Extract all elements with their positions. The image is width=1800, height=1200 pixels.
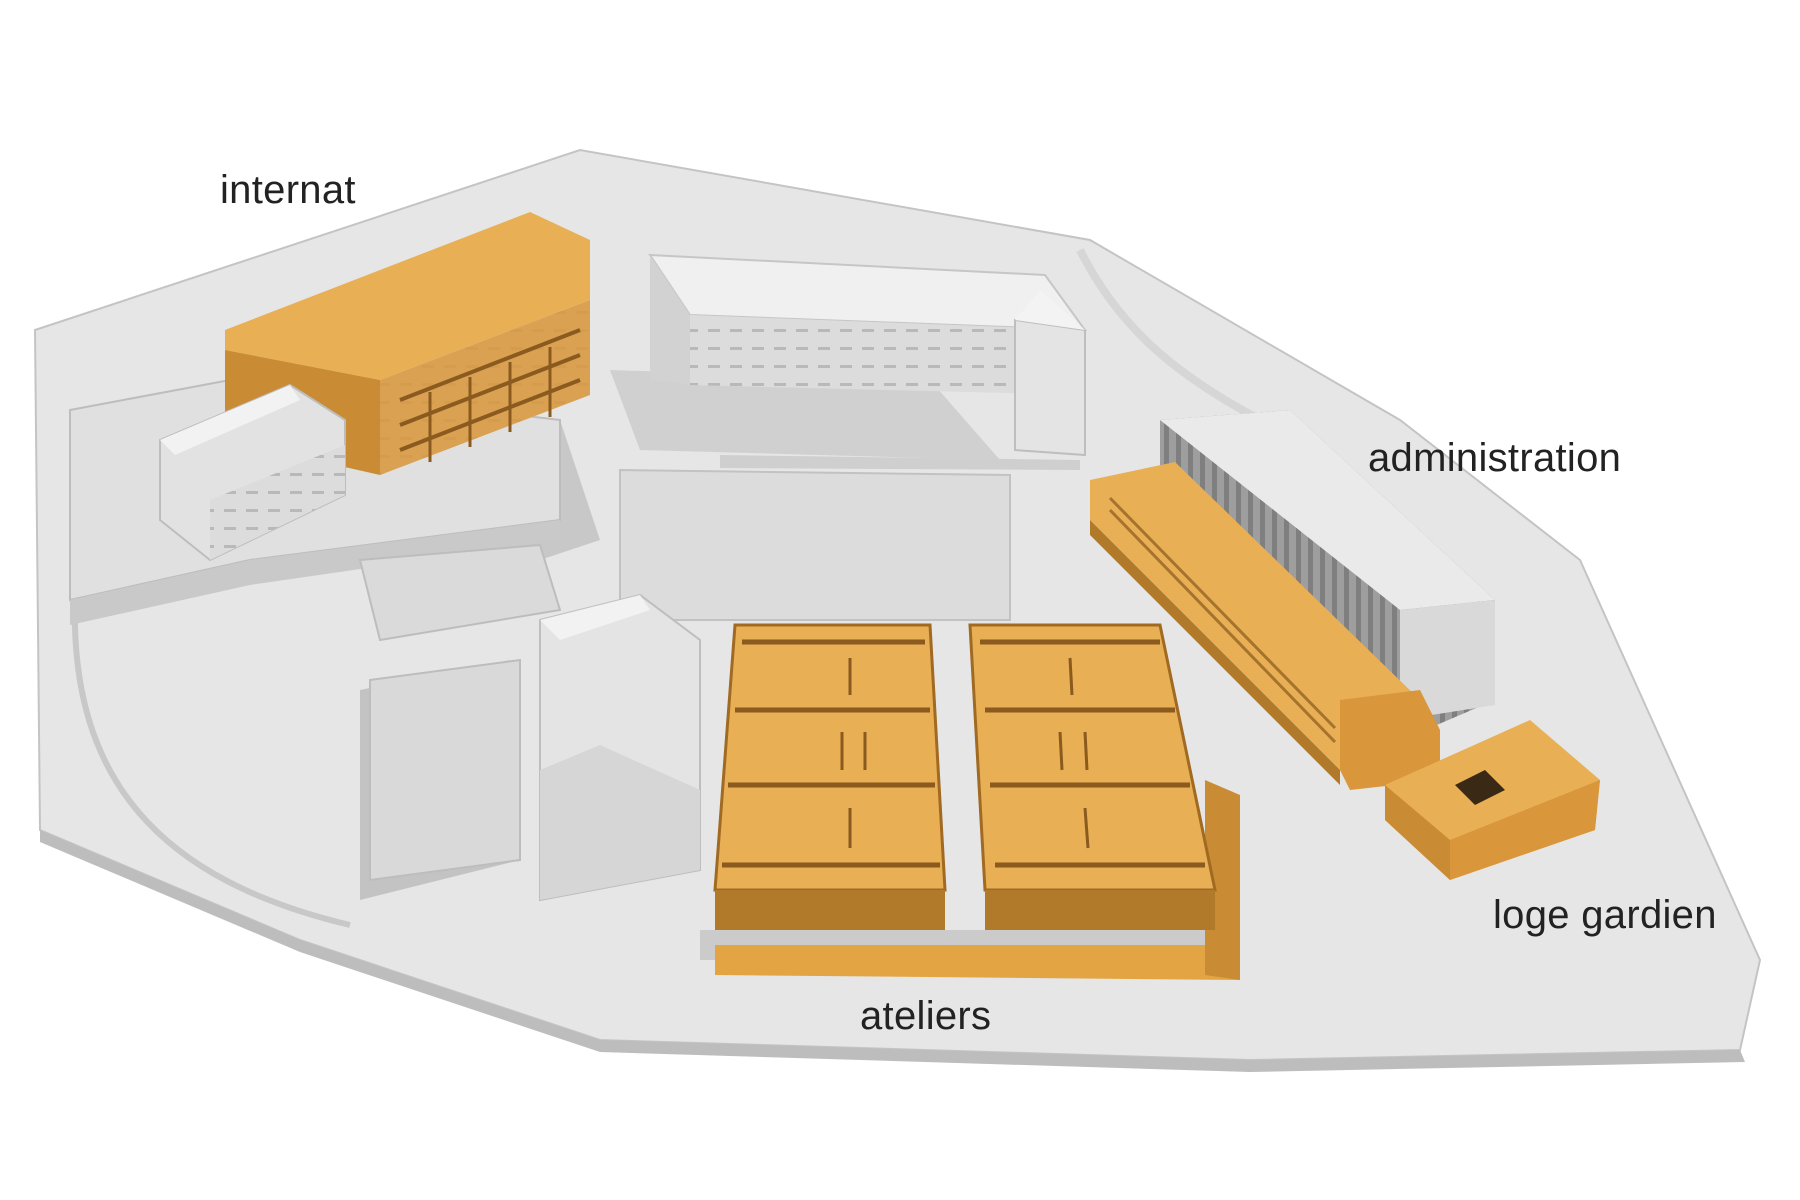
label-loge-gardien: loge gardien bbox=[1493, 893, 1717, 937]
label-administration: administration bbox=[1368, 436, 1622, 480]
ateliers-building bbox=[713, 623, 1240, 980]
label-ateliers: ateliers bbox=[860, 994, 992, 1038]
administration-building bbox=[1090, 410, 1495, 790]
long-building-north bbox=[648, 253, 1088, 457]
old-building-center bbox=[358, 543, 701, 902]
loge-gardien-building bbox=[1385, 720, 1600, 880]
old-building-west bbox=[159, 383, 346, 562]
label-internat: internat bbox=[220, 168, 356, 212]
